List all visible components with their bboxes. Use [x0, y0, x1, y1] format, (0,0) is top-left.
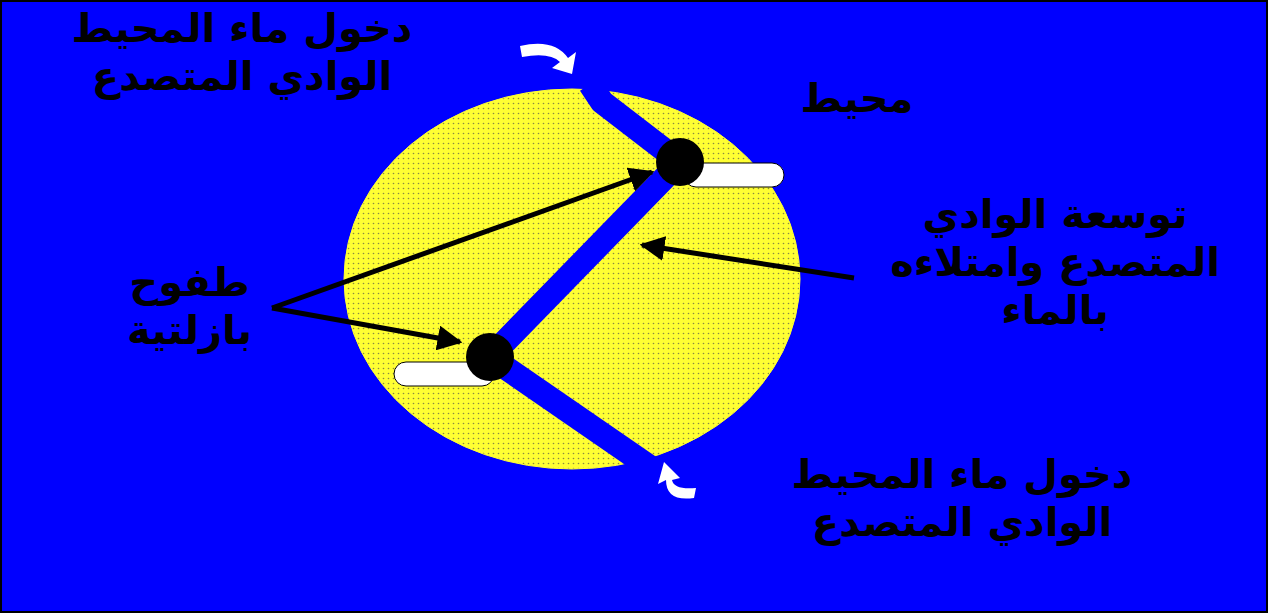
water-inflow-arrow — [658, 462, 696, 499]
rift-valley — [490, 84, 680, 470]
basalt-label: طفوح بازلتية — [102, 258, 277, 354]
leader-line — [272, 172, 652, 308]
volcano-dot — [656, 138, 704, 186]
inflow-label: دخول ماء المحيط الوادي المتصدع — [732, 450, 1192, 546]
leader-line — [642, 245, 854, 278]
water-inflow-arrow — [520, 44, 576, 74]
rift-label: توسعة الوادي المتصدع وامتلاءه بالماء — [860, 190, 1250, 334]
ocean-label: محيط — [772, 74, 942, 122]
inflow-label: دخول ماء المحيط الوادي المتصدع — [17, 4, 467, 100]
volcano-dot — [466, 333, 514, 381]
leader-line — [272, 308, 460, 342]
